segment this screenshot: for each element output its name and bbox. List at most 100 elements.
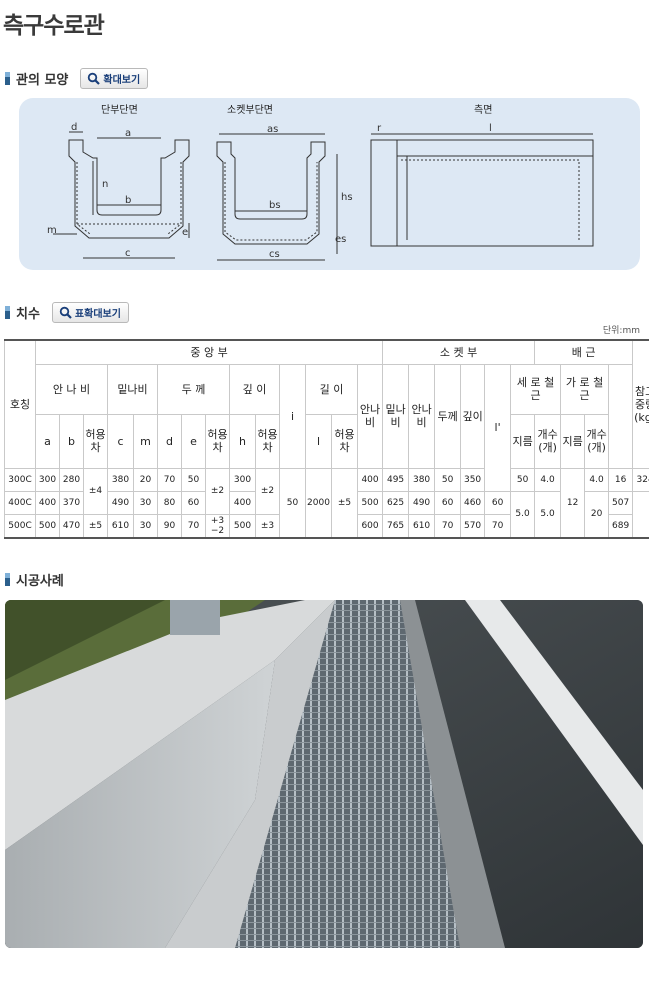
- cell-d: 90: [157, 513, 182, 538]
- header-cs: 밑나비: [382, 363, 410, 469]
- header-e: e: [181, 413, 206, 469]
- section-bullet-icon: [5, 72, 10, 85]
- cell-h: 300: [229, 467, 256, 492]
- label-m: m: [47, 225, 57, 236]
- header-b: b: [59, 413, 84, 469]
- header-tol-l: 허용차: [331, 413, 358, 469]
- section-label-dims: 치수: [16, 307, 40, 322]
- table-row: 300C 300 280 ±4 380 20 70 50 ±2 300 ±2 5…: [4, 467, 649, 538]
- label-n: n: [102, 179, 108, 190]
- cell-hs: 460: [460, 490, 486, 515]
- header-weight: 참고 중량 (kg): [632, 339, 649, 469]
- label-b: b: [125, 195, 131, 206]
- label-l: l: [489, 123, 492, 134]
- diagram-panel: 단부단면 소켓부단면 측면 d a n b m e c as hs bs es …: [19, 98, 640, 270]
- cell-hs: 350: [460, 467, 486, 492]
- header-length: 길 이: [305, 363, 358, 415]
- zoom-button-label: 확대보기: [103, 75, 141, 86]
- header-as: 안나비: [356, 363, 384, 469]
- cell-a: 400: [35, 490, 60, 515]
- cell-m: 30: [133, 513, 158, 538]
- cell-v-dia: 5.0: [510, 490, 536, 538]
- spec-table: 호칭 중 앙 부 소 켓 부 배 근 참고 중량 (kg) 안 나 비 밑나비 …: [4, 339, 649, 539]
- table-row: 500C 500 470 ±5 610 30 90 70 +3 −2 500 ±…: [4, 513, 649, 538]
- cell-weight: 689: [608, 513, 634, 538]
- cell-hochi: 400C: [4, 490, 36, 515]
- header-tol-ab: 허용차: [83, 413, 108, 469]
- cell-c: 380: [107, 467, 134, 492]
- label-r: r: [377, 123, 382, 134]
- cell-bs: 610: [408, 513, 436, 538]
- cell-es: 70: [434, 513, 462, 538]
- cross-section-diagram: 단부단면 소켓부단면 측면 d a n b m e c as hs bs es …: [47, 104, 594, 261]
- cell-h: 500: [229, 513, 256, 538]
- header-tol-de: 허용차: [205, 413, 230, 469]
- cell-tol-de: ±2: [205, 467, 230, 515]
- header-vertical-rebar: 세 로 철 근: [510, 363, 562, 415]
- label-e: e: [182, 227, 188, 238]
- cell-tol-l: ±5: [331, 467, 358, 538]
- cell-h-cnt: 20: [584, 490, 610, 538]
- cell-a: 300: [35, 467, 60, 492]
- zoom-button-table[interactable]: 표확대보기: [51, 302, 129, 323]
- panel-title-end: 단부단면: [101, 104, 138, 116]
- panel-title-side: 측면: [474, 104, 492, 116]
- cell-as: 600: [356, 513, 384, 538]
- magnifier-icon: [59, 306, 72, 319]
- cell-a: 500: [35, 513, 60, 538]
- cell-lprime: 50: [510, 467, 536, 492]
- section-bullet-icon: [5, 306, 10, 319]
- cell-hochi: 300C: [4, 467, 36, 492]
- cell-c: 610: [107, 513, 134, 538]
- cell-d: 80: [157, 490, 182, 515]
- cell-h-dia: 5.0: [534, 490, 562, 538]
- cell-e: 70: [181, 513, 206, 538]
- cell-lprime: 70: [484, 513, 512, 538]
- cell-v-cnt: 12: [560, 467, 586, 538]
- header-h: h: [229, 413, 256, 469]
- cell-as: 500: [356, 490, 384, 515]
- header-tol-h: 허용차: [255, 413, 280, 469]
- panel-title-socket: 소켓부단면: [227, 104, 273, 116]
- cell-b: 370: [59, 490, 84, 515]
- cell-cs: 765: [382, 513, 410, 538]
- cell-v-dia: 4.0: [534, 467, 562, 492]
- header-hs: 깊이: [460, 363, 486, 469]
- header-hochi: 호칭: [4, 339, 36, 469]
- section-header-dims: 치수 표확대보기: [5, 302, 129, 323]
- header-v-cnt: 개수 (개): [534, 413, 562, 469]
- construction-photo: [5, 600, 643, 948]
- header-bottom-width: 밑나비: [107, 363, 158, 415]
- cell-bs: 380: [408, 467, 436, 492]
- header-es: 두께: [434, 363, 462, 469]
- header-h-dia: 지름: [560, 413, 586, 469]
- label-c: c: [125, 248, 131, 259]
- header-c: c: [107, 413, 134, 469]
- label-d: d: [71, 122, 77, 133]
- magnifier-icon: [88, 72, 101, 85]
- cell-m: 20: [133, 467, 158, 492]
- label-cs: cs: [269, 249, 280, 260]
- cell-lprime: 60: [484, 490, 512, 515]
- cell-es: 50: [434, 467, 462, 492]
- cell-b: 280: [59, 467, 84, 492]
- label-as: as: [267, 124, 278, 135]
- cell-bs: 490: [408, 490, 436, 515]
- cell-tol-ab: ±5: [83, 513, 108, 538]
- header-i: i: [279, 363, 306, 469]
- header-h-cnt: 개수 (개): [584, 413, 610, 469]
- zoom-button-shape[interactable]: 확대보기: [80, 68, 149, 89]
- cell-l: 2000: [305, 467, 332, 538]
- cell-hs: 570: [460, 513, 486, 538]
- cell-weight: 507: [608, 490, 634, 515]
- header-v-dia: 지름: [510, 413, 536, 469]
- header-depth: 깊 이: [229, 363, 280, 415]
- section-header-shape: 관의 모양 확대보기: [5, 68, 149, 89]
- cell-tol-ab: ±4: [83, 467, 108, 515]
- cell-cs: 495: [382, 467, 410, 492]
- section-label-photo: 시공사례: [16, 574, 64, 589]
- cell-as: 400: [356, 467, 384, 492]
- cell-cs: 625: [382, 490, 410, 515]
- cell-h: 400: [229, 490, 256, 515]
- cell-d: 70: [157, 467, 182, 492]
